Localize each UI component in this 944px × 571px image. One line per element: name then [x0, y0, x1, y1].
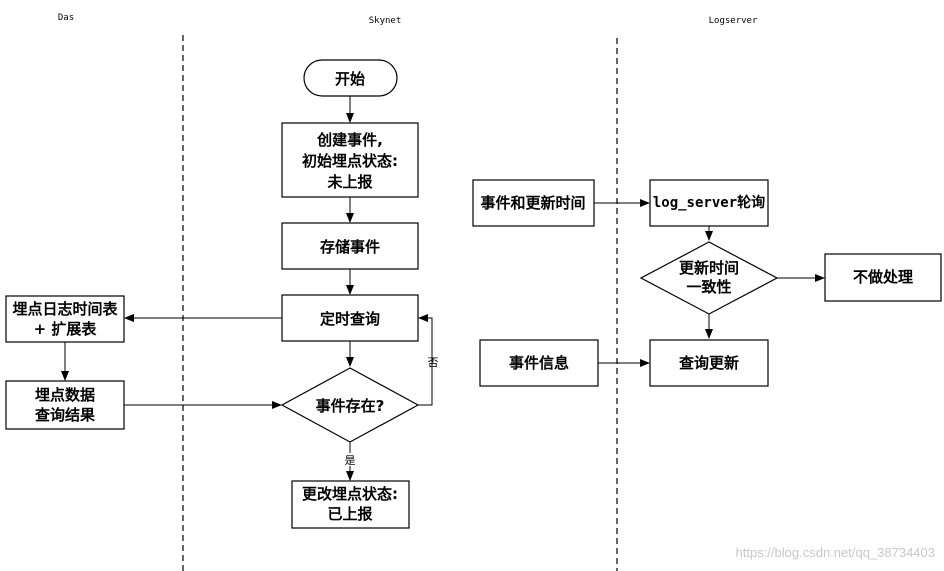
update-status-node — [291, 480, 410, 529]
no-action-node — [824, 253, 942, 302]
edge-label-yes: 是 — [345, 454, 356, 467]
query-update-node — [649, 339, 769, 387]
create-event-line1: 创建事件, — [316, 131, 383, 149]
event-exists-label: 事件存在? — [316, 397, 385, 415]
edge-label-yes-bg — [343, 453, 357, 466]
time-match-line2: 一致性 — [686, 278, 731, 296]
edge-exists-no — [418, 314, 433, 406]
event-time-node — [472, 179, 595, 227]
time-match-line1: 更新时间 — [679, 259, 739, 277]
create-event-node — [281, 122, 419, 198]
watermark: https://blog.csdn.net/qq_38734403 — [736, 545, 936, 560]
event-info-node — [479, 339, 599, 387]
log-table-line2: + 扩展表 — [34, 320, 98, 338]
log-table-line1: 埋点日志时间表 — [12, 300, 118, 318]
lane-title-skynet: Skynet — [369, 16, 402, 26]
lane-title-das: Das — [58, 13, 74, 23]
log-table-node — [5, 295, 125, 343]
no-action-label: 不做处理 — [853, 268, 913, 286]
lane-title-logserver: Logserver — [709, 16, 758, 26]
timer-query-label: 定时查询 — [320, 310, 380, 328]
poll-label: log_server轮询 — [653, 194, 765, 211]
create-event-line3: 未上报 — [326, 173, 372, 191]
update-status-line2: 已上报 — [327, 505, 372, 523]
store-event-label: 存储事件 — [320, 238, 380, 256]
edge-label-no: 否 — [428, 356, 439, 369]
start-label: 开始 — [335, 70, 365, 88]
update-status-line1: 更改埋点状态: — [302, 485, 398, 503]
query-result-line1: 埋点数据 — [35, 386, 95, 404]
create-event-line2: 初始埋点状态: — [302, 152, 398, 170]
event-info-label: 事件信息 — [509, 354, 569, 372]
query-result-line2: 查询结果 — [35, 406, 96, 424]
query-update-label: 查询更新 — [679, 354, 739, 372]
event-time-label: 事件和更新时间 — [480, 194, 585, 212]
